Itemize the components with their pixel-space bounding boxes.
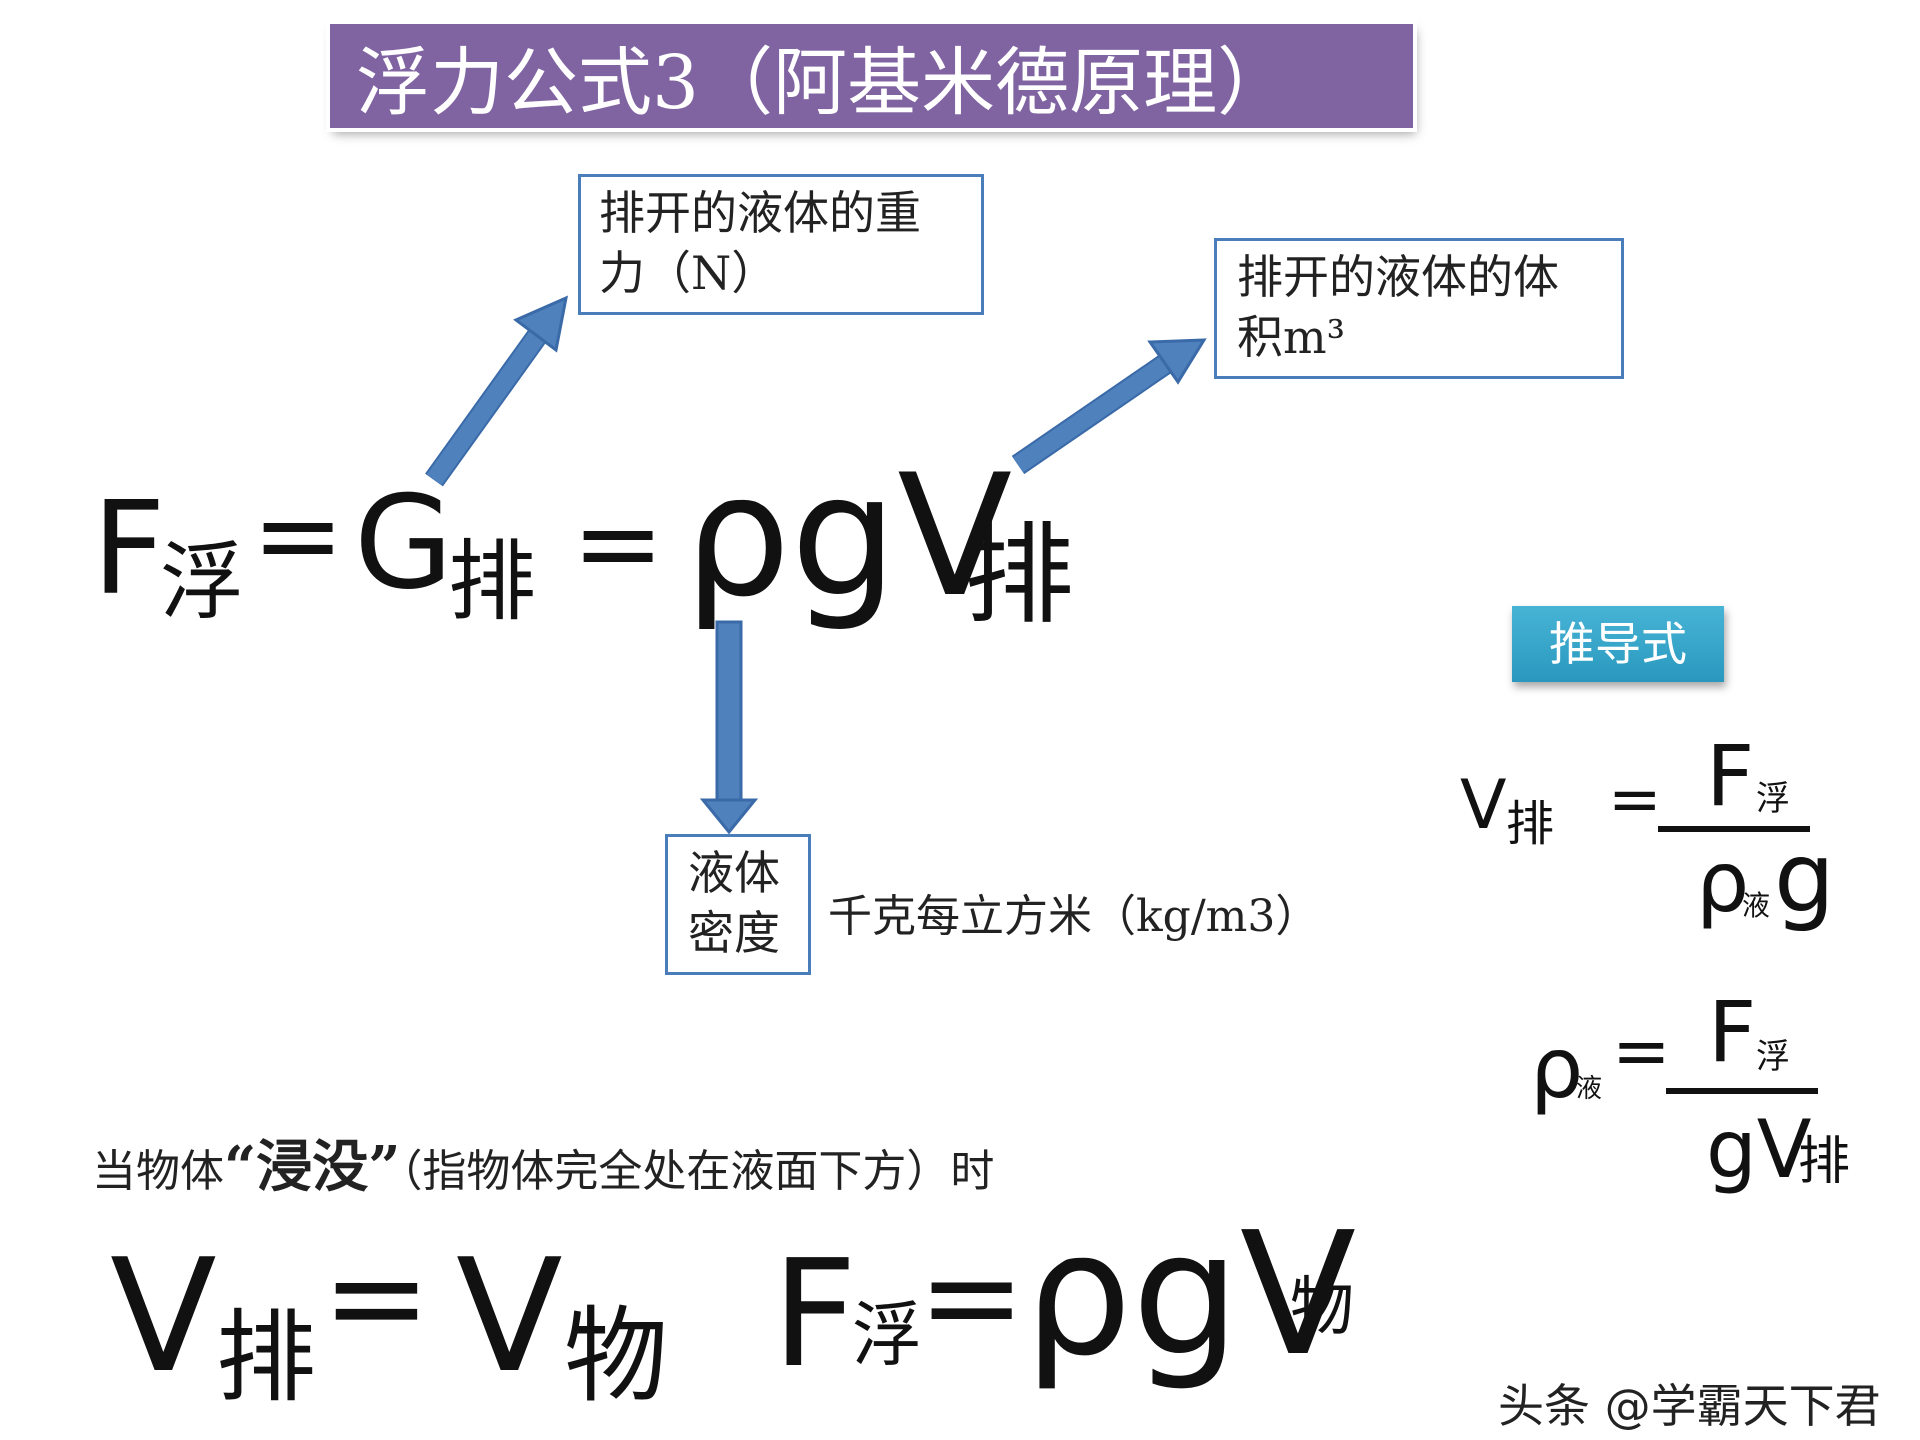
f1-lhs-sub: 排 [1506, 796, 1555, 852]
f1-den-rho: ρ [1696, 833, 1750, 931]
derived-formula-2: ρ 液 = F 浮 gV 排 [1530, 980, 1860, 1230]
bottom-V2: V [456, 1225, 563, 1407]
f2-num: F [1708, 983, 1757, 1081]
arrow-to-gravity-icon [425, 295, 569, 487]
main-V-sub: 排 [964, 511, 1074, 639]
f1-fraction-bar [1658, 826, 1810, 832]
f2-den-sub: 排 [1798, 1132, 1851, 1192]
condition-prefix: 当物体 [92, 1146, 224, 1197]
bottom-F-sub: 浮 [852, 1294, 922, 1376]
displaced-gravity-text: 排开的液体的重力（N） [599, 186, 921, 300]
bottom-formula: V 排 = V 物 F 浮 = ρgV 物 [110, 1210, 1410, 1420]
condition-keyword: 浸没 [256, 1134, 369, 1200]
page-title: 浮力公式3（阿基米德原理） [356, 39, 1292, 126]
watermark: 头条 @学霸天下君 [1498, 1379, 1881, 1433]
main-G-sub: 排 [448, 530, 537, 633]
bottom-F: F [772, 1228, 858, 1400]
main-G: G [354, 469, 454, 618]
f2-lhs: ρ [1530, 1019, 1584, 1117]
bottom-rhogV: ρgV [1024, 1196, 1357, 1394]
displaced-volume-box: 排开的液体的体 积m³ [1214, 238, 1624, 379]
displaced-volume-line2: 积m³ [1237, 310, 1346, 364]
density-unit-text: 千克每立方米（kg/m3） [828, 891, 1320, 942]
main-F-sub: 浮 [160, 533, 245, 631]
bottom-V-sub: 物 [1290, 1271, 1354, 1345]
displaced-gravity-box: 排开的液体的重力（N） [578, 174, 984, 315]
f1-lhs: V [1460, 766, 1507, 845]
arrow-to-density-icon [699, 620, 759, 835]
bottom-eq2: = [918, 1223, 1026, 1372]
liquid-density-box: 液体 密度 [665, 834, 811, 975]
derived-formula-1: V 排 = F 浮 ρ 液 g [1460, 720, 1835, 950]
displaced-volume-line1: 排开的液体的体 [1237, 250, 1559, 304]
f1-den-rho-sub: 液 [1742, 889, 1771, 922]
derived-formula-label: 推导式 [1512, 606, 1724, 682]
f2-eq: = [1612, 1010, 1671, 1092]
f1-num-sub: 浮 [1756, 779, 1790, 819]
bottom-V1: V [110, 1225, 217, 1407]
f2-num-sub: 浮 [1756, 1037, 1790, 1077]
main-eq1: = [252, 471, 345, 599]
main-eq2: = [572, 479, 665, 607]
condition-close-quote: ” [368, 1134, 401, 1200]
f1-eq: = [1608, 763, 1662, 837]
main-F: F [92, 475, 166, 624]
f1-den-g: g [1774, 822, 1835, 934]
immersion-condition-text: 当物体“浸没”（指物体完全处在液面下方）时 [92, 1122, 994, 1203]
main-formula: F 浮 = G 排 = ρgV 排 [92, 452, 1092, 640]
main-rhogV: ρgV [684, 438, 1013, 634]
f2-fraction-bar [1666, 1088, 1818, 1094]
f2-lhs-sub: 液 [1576, 1074, 1603, 1104]
liquid-density-line1: 液体 [688, 846, 780, 900]
arrow-to-volume-icon [1011, 338, 1207, 475]
title-banner: 浮力公式3（阿基米德原理） [330, 24, 1413, 128]
liquid-density-line2: 密度 [688, 906, 780, 960]
bottom-eq1: = [322, 1221, 431, 1373]
f1-num: F [1706, 727, 1755, 825]
condition-suffix: （指物体完全处在液面下方）时 [400, 1146, 995, 1197]
condition-open-quote: “ [224, 1134, 257, 1200]
bottom-V1-sub: 排 [216, 1299, 316, 1416]
bottom-V2-sub: 物 [564, 1295, 669, 1417]
f2-den: gV [1706, 1103, 1812, 1196]
